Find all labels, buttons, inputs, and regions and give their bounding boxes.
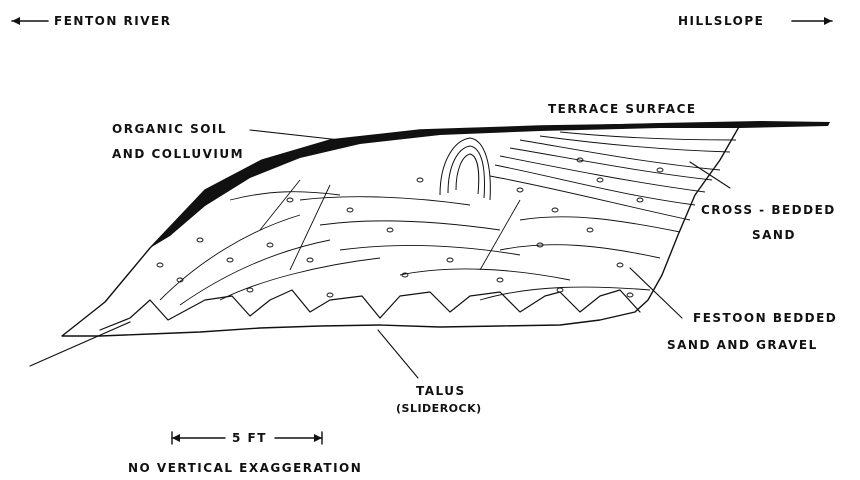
ground-line [30, 322, 130, 366]
fenton-river-label: FENTON RIVER [54, 14, 171, 28]
fenton-river-arrow [12, 17, 48, 25]
cross-bedded-label-line2: SAND [752, 228, 796, 242]
festoon-label-line1: FESTOON BEDDED [693, 311, 837, 325]
vertical-exaggeration-note: NO VERTICAL EXAGGERATION [128, 461, 362, 475]
festoon-label-line2: SAND AND GRAVEL [667, 338, 818, 352]
hillslope-label: HILLSLOPE [678, 14, 764, 28]
festoon-bedding [160, 180, 680, 305]
cross-bedded-sand [490, 132, 736, 220]
cross-bedded-leader [690, 162, 730, 188]
talus-cones [100, 290, 640, 330]
hillslope-arrow [792, 17, 832, 25]
scale-bar-label: 5 FT [232, 431, 267, 445]
organic-soil-label-line1: ORGANIC SOIL [112, 122, 227, 136]
festoon-leader [630, 268, 682, 318]
channel-fill [440, 138, 490, 200]
cross-bedded-label-line1: CROSS - BEDDED [701, 203, 836, 217]
organic-soil-leader [250, 130, 340, 140]
talus-label-line1: TALUS [416, 384, 466, 398]
organic-soil-label-line2: AND COLLUVIUM [112, 147, 244, 161]
talus-label-line2: (SLIDEROCK) [396, 402, 482, 415]
talus-leader [378, 330, 418, 378]
terrace-surface-label: TERRACE SURFACE [548, 102, 697, 116]
